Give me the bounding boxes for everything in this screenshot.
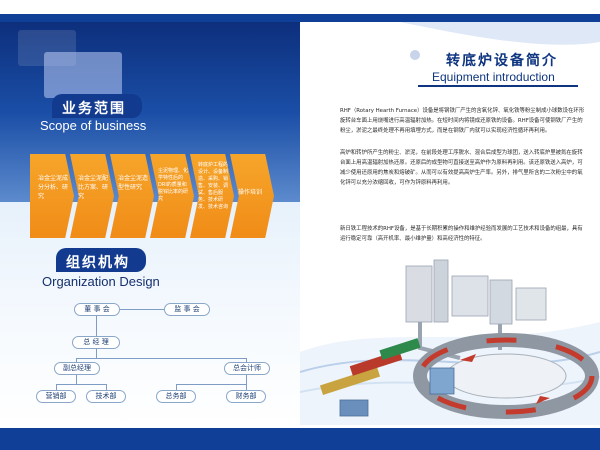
scope-arrow: 冶金尘泥配比方案、研究	[70, 154, 114, 238]
intro-paragraph: RHF（Rotary Hearth Furnace）设备是将钢铁厂产生的含氧化锌…	[340, 108, 585, 134]
org-box-supervisors: 监 事 会	[164, 303, 210, 316]
org-connector	[76, 358, 77, 362]
right-panel: 转底炉设备简介 Equipment introduction RHF（Rotar…	[300, 22, 600, 427]
scope-item: 转底炉工程的设计、设备制造、采购、销售、安装、调试、售后服务、技术研发、技术咨询	[198, 162, 229, 210]
org-box-general: 总务部	[156, 390, 196, 403]
scope-arrow: 冶金尘泥成分分析、研究	[30, 154, 74, 238]
org-connector	[56, 384, 57, 390]
org-connector	[118, 309, 166, 310]
org-connector	[96, 316, 97, 336]
scope-item: 尘泥物理、化学特性后的DRI的质量和脱锌比率的研究	[158, 168, 189, 202]
left-lower-background	[0, 202, 300, 427]
org-box-tech: 技术部	[86, 390, 126, 403]
scope-arrow: 转底炉工程的设计、设备制造、采购、销售、安装、调试、售后服务、技术研发、技术咨询	[190, 154, 234, 238]
bottom-band	[0, 425, 600, 450]
org-connector	[176, 384, 246, 385]
title-bullet-icon	[410, 50, 420, 60]
org-connector	[246, 358, 247, 362]
scope-item: 冶金尘泥配比方案、研究	[78, 175, 109, 200]
org-connector	[96, 348, 97, 358]
scope-arrow: 尘泥物理、化学特性后的DRI的质量和脱锌比率的研究	[150, 154, 194, 238]
scope-title-pill: 业务范围	[52, 94, 142, 118]
org-connector	[76, 358, 246, 359]
org-subtitle: Organization Design	[42, 274, 160, 289]
org-connector	[246, 374, 247, 384]
org-box-chief-accountant: 总会计师	[224, 362, 270, 375]
org-box-deputy-gm: 副总经理	[54, 362, 100, 375]
org-connector	[106, 384, 107, 390]
title-underline	[418, 85, 578, 87]
scope-arrow-row: 冶金尘泥成分分析、研究 冶金尘泥配比方案、研究 冶金尘泥造型性研究 尘泥物理、化…	[30, 154, 290, 238]
scope-title: 业务范围	[62, 101, 126, 117]
intro-title: 转底炉设备简介	[446, 53, 558, 69]
intro-paragraph: 新日铁工程技术的RHF设备，是基于长期积累的操作和维护经验而发展的工艺技术和设备…	[340, 226, 583, 242]
scope-item: 冶金尘泥造型性研究	[118, 175, 149, 191]
intro-paragraph: 高炉和转炉所产生的粉尘、淤泥，在前段处理工序脱水、混合后成型为球团，送入转底炉里…	[340, 150, 583, 186]
scope-arrow: 冶金尘泥造型性研究	[110, 154, 154, 238]
org-box-finance: 财务部	[226, 390, 266, 403]
intro-subtitle: Equipment introduction	[432, 70, 555, 84]
org-box-gm: 总 经 理	[72, 336, 120, 349]
scope-item: 冶金尘泥成分分析、研究	[38, 175, 69, 200]
org-connector	[56, 384, 106, 385]
scope-item: 操作培训	[238, 189, 263, 196]
org-connector	[76, 374, 77, 384]
scope-subtitle: Scope of business	[40, 118, 147, 133]
org-connector	[246, 384, 247, 390]
scope-arrow: 操作培训	[230, 154, 274, 238]
org-box-board: 董 事 会	[74, 303, 120, 316]
rotary-hearth-furnace-illustration	[319, 259, 599, 419]
top-band	[0, 0, 600, 22]
org-title-pill: 组织机构	[56, 248, 146, 272]
org-connector	[176, 384, 177, 390]
left-panel: 业务范围 Scope of business 冶金尘泥成分分析、研究 冶金尘泥配…	[0, 22, 300, 427]
org-title: 组织机构	[66, 255, 130, 271]
decorative-square	[44, 52, 122, 98]
org-box-sales: 营销部	[36, 390, 76, 403]
